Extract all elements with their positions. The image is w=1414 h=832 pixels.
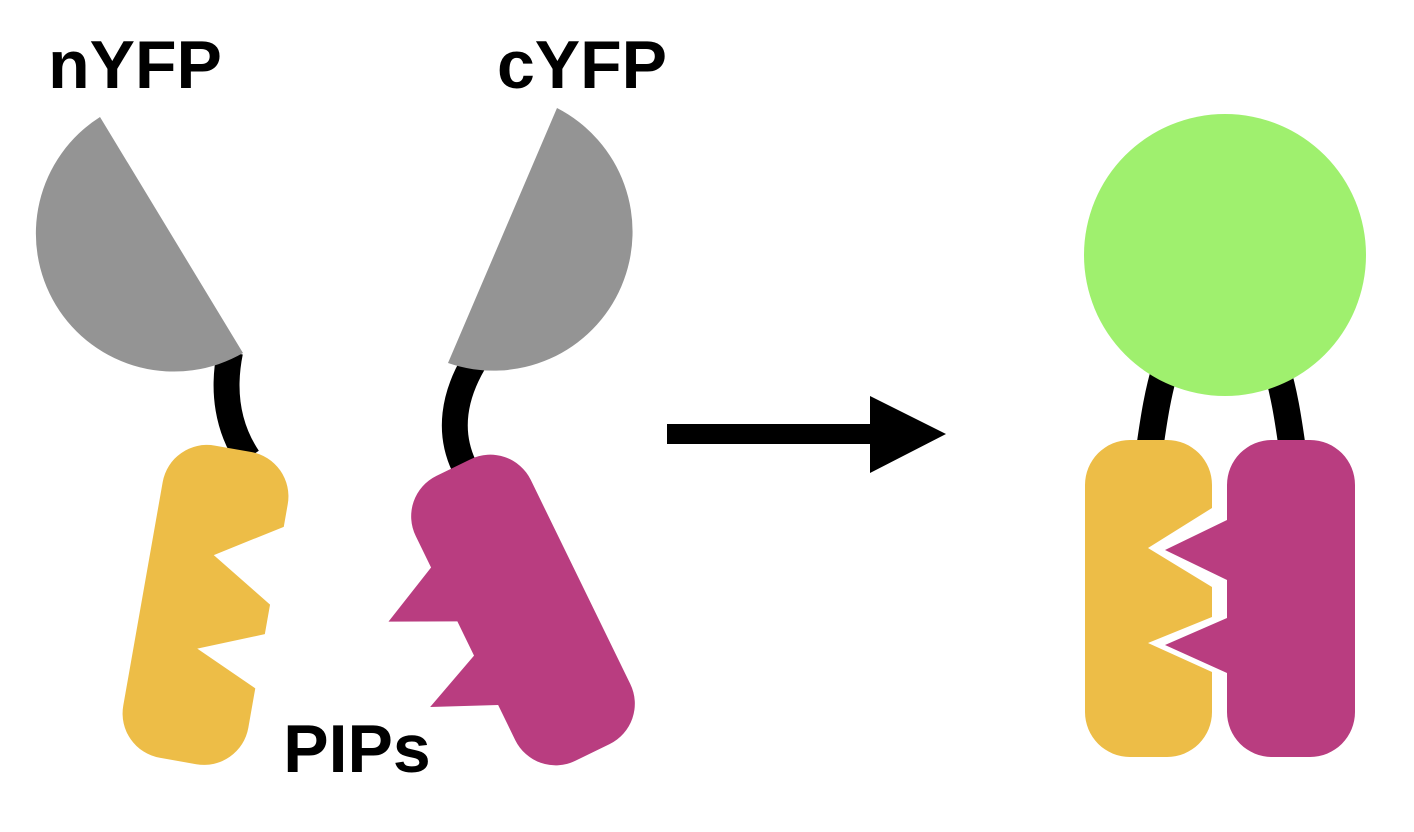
cyfp-label: cYFP bbox=[497, 27, 667, 103]
cyfp-linker bbox=[441, 355, 486, 472]
reconstituted-yfp-shape bbox=[1084, 114, 1366, 396]
pip-magenta-shape-left bbox=[388, 454, 635, 766]
reaction-arrow-icon bbox=[667, 396, 946, 473]
pips-label: PIPs bbox=[283, 711, 430, 787]
pip-magenta-shape-right bbox=[1165, 440, 1355, 757]
nyfp-linker bbox=[213, 349, 260, 466]
nyfp-fragment-shape bbox=[35, 117, 244, 372]
pip-yellow-shape-right bbox=[1085, 440, 1212, 757]
cyfp-fragment-shape bbox=[448, 108, 633, 371]
pip-yellow-shape-left bbox=[122, 444, 289, 765]
nyfp-label: nYFP bbox=[48, 27, 222, 103]
